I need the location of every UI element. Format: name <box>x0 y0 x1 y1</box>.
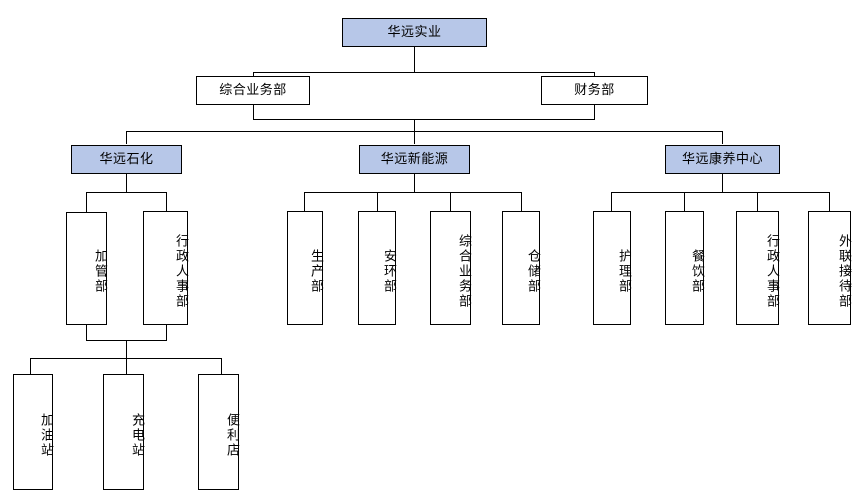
connector-health-dept-2 <box>684 192 685 211</box>
node-staff-finance[interactable]: 财务部 <box>541 76 648 105</box>
connector-health-dept-1 <box>611 192 612 211</box>
connector-petro-dept-1 <box>86 192 87 212</box>
connector-petro-bar <box>86 192 167 193</box>
node-division-petrochemical[interactable]: 华远石化 <box>71 145 182 174</box>
connector-outlets-bar <box>30 358 221 359</box>
connector-energy-dept-3 <box>450 192 451 211</box>
node-petro-dept-administration-hr[interactable]: 行政人事部 <box>143 211 188 325</box>
node-energy-dept-general-affairs[interactable]: 综合业务部 <box>430 211 471 325</box>
node-health-dept-catering[interactable]: 餐饮部 <box>665 211 704 325</box>
connector-energy-down <box>414 174 415 192</box>
connector-root-down <box>414 47 415 72</box>
node-health-dept-external-liaison-reception[interactable]: 外联接待部 <box>808 211 851 325</box>
connector-health-bar <box>611 192 830 193</box>
node-outlet-charging-station[interactable]: 充电站 <box>103 374 144 490</box>
connector-division-1-down <box>126 131 127 144</box>
node-outlet-convenience-store[interactable]: 便利店 <box>198 374 239 490</box>
node-root-huayuan-industrial[interactable]: 华远实业 <box>342 18 487 47</box>
node-energy-dept-safety-environment[interactable]: 安环部 <box>358 211 396 325</box>
connector-health-down <box>722 174 723 192</box>
connector-outlet-3-down <box>221 358 222 374</box>
connector-energy-dept-1 <box>304 192 305 211</box>
connector-health-dept-4 <box>829 192 830 211</box>
node-energy-dept-warehousing[interactable]: 仓储部 <box>502 211 540 325</box>
node-energy-dept-production[interactable]: 生产部 <box>287 211 323 325</box>
connector-outlet-2-down <box>126 358 127 374</box>
connector-petro-dept-2-down <box>166 325 167 340</box>
connector-outlets-stem <box>126 340 127 358</box>
connector-energy-dept-2 <box>377 192 378 211</box>
connector-to-divisions <box>414 119 415 131</box>
connector-staff-top-bar <box>253 72 595 73</box>
node-health-dept-administration-hr[interactable]: 行政人事部 <box>736 211 779 325</box>
node-health-dept-nursing[interactable]: 护理部 <box>593 211 631 325</box>
connector-staff-left-below <box>253 105 254 119</box>
connector-division-2-down <box>414 131 415 144</box>
connector-health-dept-3 <box>757 192 758 211</box>
connector-energy-bar <box>304 192 522 193</box>
node-division-new-energy[interactable]: 华远新能源 <box>359 145 470 174</box>
connector-outlet-1-down <box>30 358 31 374</box>
connector-divisions-bar <box>126 131 722 132</box>
connector-energy-dept-4 <box>521 192 522 211</box>
node-petro-dept-pipeline-management[interactable]: 加管部 <box>66 212 107 325</box>
connector-petro-down <box>126 174 127 192</box>
connector-staff-bottom-bar <box>253 119 595 120</box>
connector-division-3-down <box>722 131 723 144</box>
connector-staff-right-below <box>594 105 595 119</box>
node-outlet-gas-station[interactable]: 加油站 <box>13 374 53 490</box>
node-staff-general-affairs[interactable]: 综合业务部 <box>196 76 310 105</box>
connector-petro-dept-1-down <box>86 325 87 340</box>
node-division-health-center[interactable]: 华远康养中心 <box>665 145 780 174</box>
connector-petro-dept-2 <box>166 192 167 212</box>
